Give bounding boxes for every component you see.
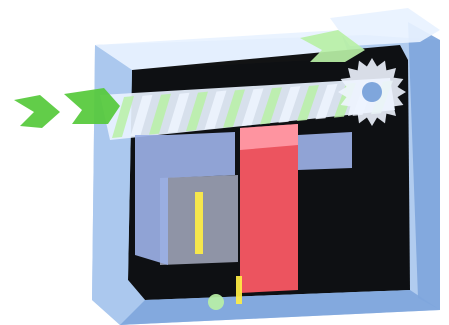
blue-chamber-top	[168, 132, 235, 178]
blue-chamber-side	[135, 135, 168, 265]
right-blue-block	[298, 132, 352, 170]
green-arrow-left	[14, 95, 60, 128]
red-chamber	[240, 124, 298, 293]
yellow-rod-bottom	[236, 276, 242, 304]
yellow-rod-left	[195, 192, 203, 254]
gear-hub	[362, 82, 382, 102]
drain-valve-icon	[208, 294, 224, 310]
gear-icon	[338, 58, 406, 126]
